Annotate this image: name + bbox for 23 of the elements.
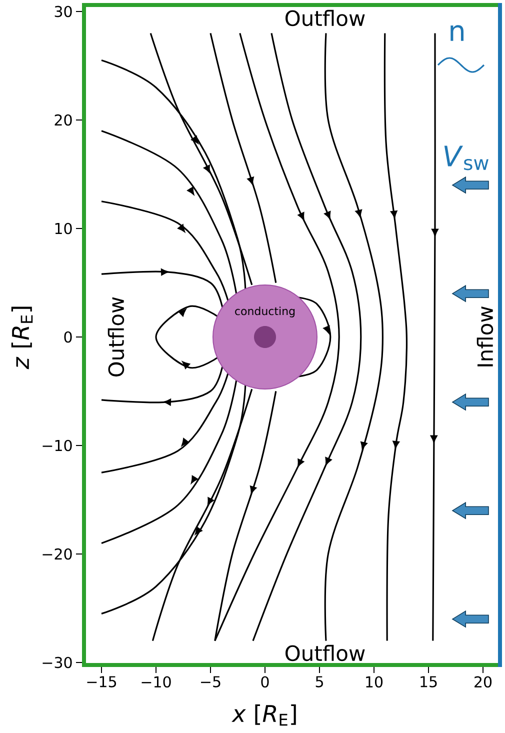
axis-title: x [R$_{E}$] (232, 704, 296, 726)
tick-label: −10 (42, 440, 72, 452)
tick-label: 10 (366, 676, 383, 688)
tick-label: −15 (87, 676, 116, 688)
tick-label: −5 (201, 676, 220, 688)
tick-label: 5 (316, 676, 323, 688)
tick-label: 10 (55, 222, 72, 234)
tick-label: 20 (474, 676, 492, 688)
tick-label: 20 (54, 114, 72, 126)
region-label: Outflow (286, 644, 365, 662)
symbol-label: V$_{sw}$ (444, 146, 488, 170)
region-label: Inflow (476, 306, 494, 366)
symbol-label: n (450, 25, 464, 41)
tick-label: −20 (42, 548, 72, 560)
tick-label: −10 (142, 676, 171, 688)
region-label: Outflow (286, 10, 365, 26)
region-label: Outflow (108, 297, 124, 376)
tick-label: −30 (42, 656, 72, 668)
tick-label: 0 (64, 331, 72, 343)
tick-label: 15 (420, 676, 437, 688)
tick-label: 30 (54, 6, 72, 18)
tick-label: 0 (261, 676, 269, 688)
axis-title: z [R$_{E}$] (11, 306, 33, 370)
